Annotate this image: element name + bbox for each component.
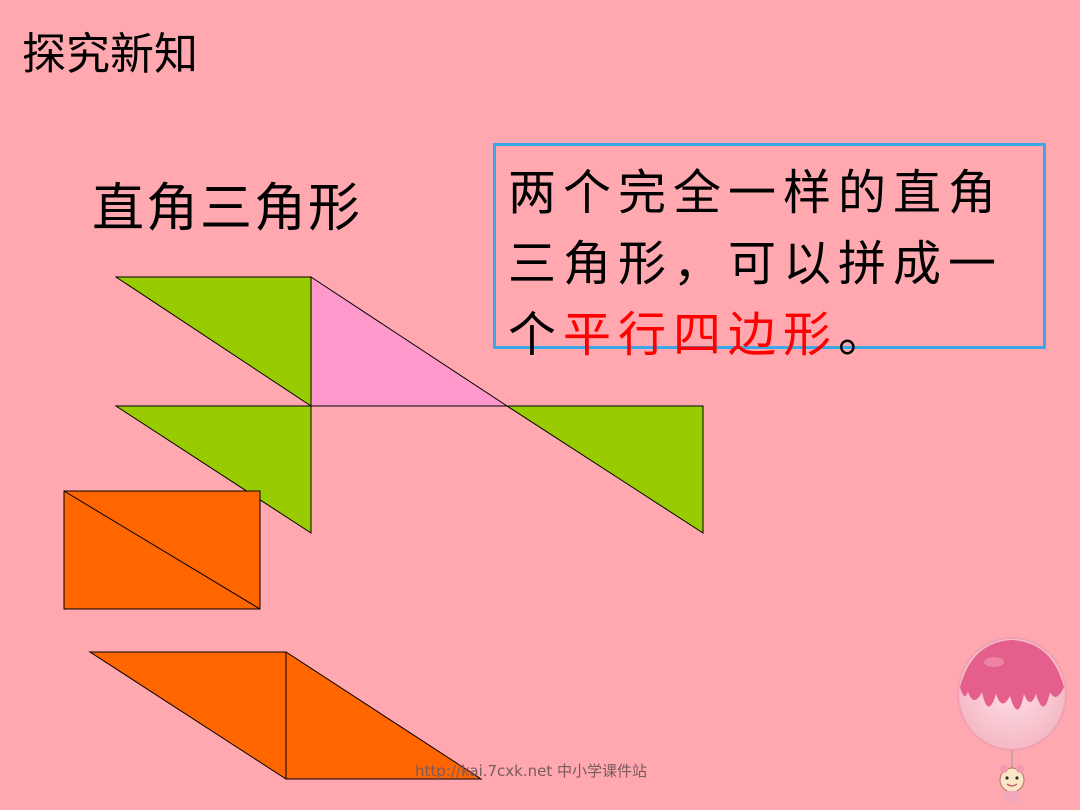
- green-triangle-right: [505, 405, 704, 534]
- pink-triangle: [310, 276, 509, 407]
- slide-title: 探究新知: [22, 29, 198, 80]
- shape-label: 直角三角形: [92, 179, 363, 239]
- green-triangle-top: [114, 276, 312, 407]
- orange-rectangle: [63, 490, 261, 610]
- orange-parallelogram: [88, 651, 483, 780]
- green-triangle-left: [114, 405, 312, 534]
- info-text-end: 。: [838, 307, 894, 363]
- info-highlight: 平行四边形: [563, 307, 839, 363]
- watermark: http://kai.7cxk.net 中小学课件站: [415, 762, 648, 780]
- info-box: 两个完全一样的直角三角形，可以拼成一个平行四边形。: [493, 143, 1046, 363]
- info-text: 两个完全一样的直角三角形，可以拼成一个: [508, 165, 1004, 363]
- mascot-decoration-icon: [957, 637, 1067, 803]
